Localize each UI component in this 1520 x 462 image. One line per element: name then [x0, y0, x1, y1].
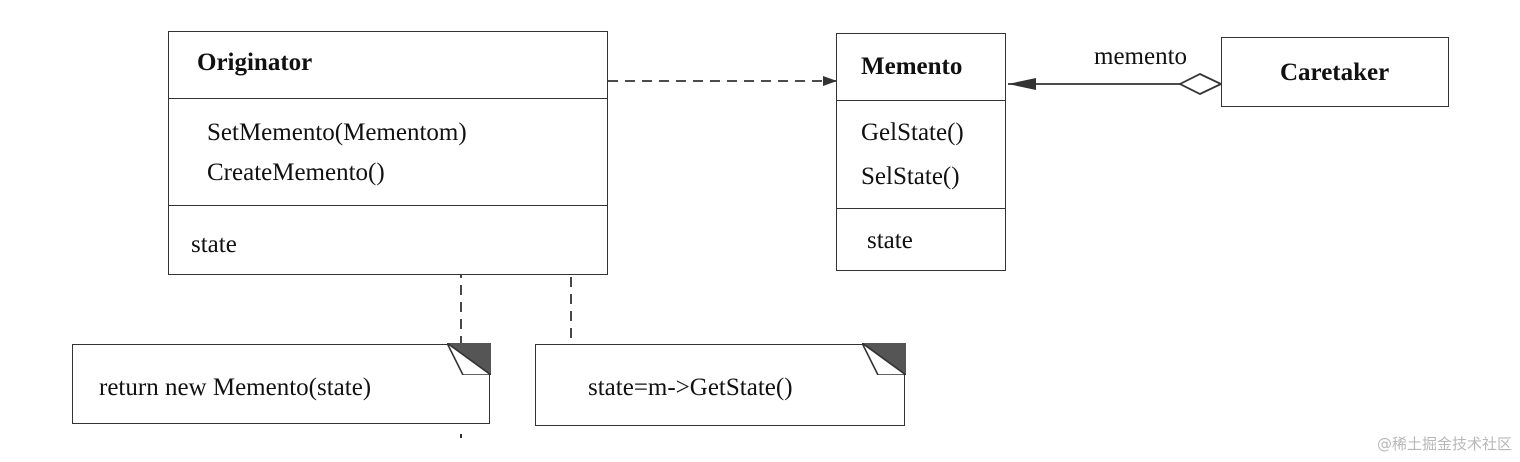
arrowhead-to-memento	[1008, 78, 1036, 90]
caretaker-class-name: Caretaker	[1280, 59, 1390, 86]
originator-operation-set-memento: SetMemento(Mementom)	[207, 119, 467, 146]
memento-divider-attributes	[837, 208, 1005, 209]
memento-class-name: Memento	[861, 53, 963, 80]
note-create-memento: return new Memento(state)	[72, 343, 491, 424]
memento-operation-set-state: SelState()	[861, 163, 960, 190]
originator-divider-operations	[169, 98, 607, 99]
association-label-memento: memento	[1094, 43, 1188, 70]
originator-attribute-state: state	[191, 231, 237, 258]
note-folded-corner-icon	[446, 343, 491, 376]
originator-class[interactable]: Originator SetMemento(Mementom) CreateMe…	[168, 31, 608, 275]
originator-operation-create-memento: CreateMemento()	[207, 159, 385, 186]
note-create-memento-text: return new Memento(state)	[99, 374, 372, 401]
caretaker-class[interactable]: Caretaker	[1221, 37, 1449, 107]
note-set-memento-text: state=m->GetState()	[588, 374, 793, 401]
aggregation-diamond-icon	[1177, 72, 1224, 96]
originator-divider-attributes	[169, 205, 607, 206]
memento-divider-operations	[837, 100, 1005, 101]
watermark: @稀土掘金技术社区	[1376, 435, 1512, 453]
memento-class[interactable]: Memento GelState() SelState() state	[836, 33, 1006, 271]
originator-class-name: Originator	[197, 49, 313, 76]
memento-attribute-state: state	[867, 227, 913, 254]
note-folded-corner-icon	[861, 343, 906, 376]
memento-operation-get-state: GelState()	[861, 119, 964, 146]
note-set-memento: state=m->GetState()	[535, 343, 906, 426]
